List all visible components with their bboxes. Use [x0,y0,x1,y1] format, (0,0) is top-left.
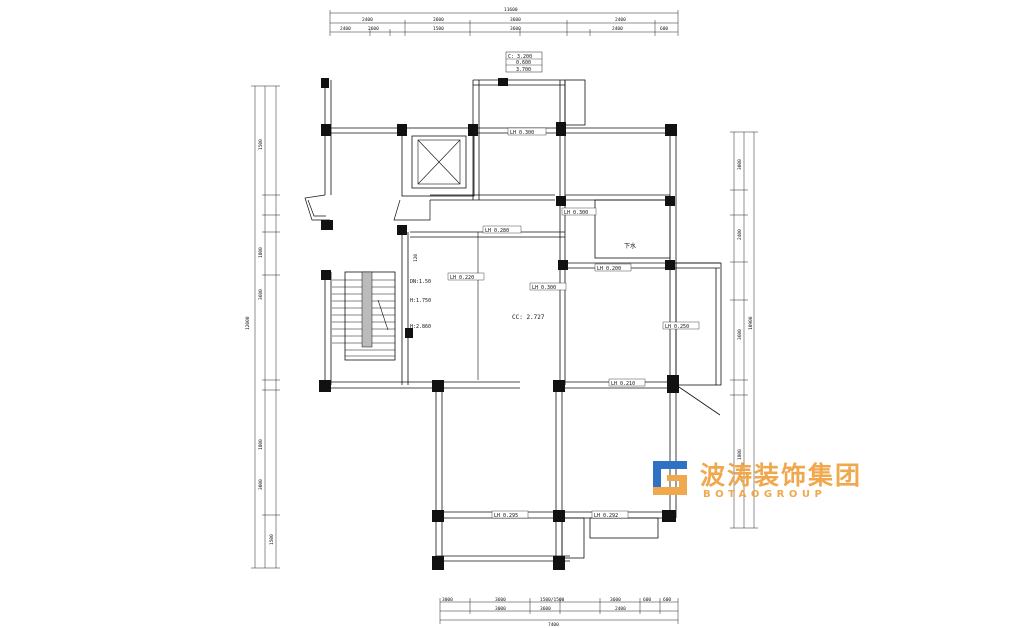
top-dim-overall: 11600 [504,7,518,13]
top-dim-2: 2600 [433,17,444,23]
bottom-dim-8: 3600 [540,606,551,612]
level-label-1: LH 0.300 [510,130,534,136]
top-dim-5: 2400 [340,26,351,32]
left-dim-3: 3600 [258,289,264,300]
top-dim-4: 2400 [615,17,626,23]
bottom-dim-overall: 7400 [548,622,559,628]
stair-label-1: DN:1.50 [410,279,431,285]
top-dim-1: 2400 [362,17,373,23]
stair-label-2: H:1.750 [410,298,431,304]
top-dim-6: 2600 [368,26,379,32]
company-logo: 波涛装饰集团 BOTAOGROUP [653,461,862,500]
left-dim-4: 1800 [258,439,264,450]
level-labels: LH 0.300 LH 0.300 LH 0.280 LH 0.220 LH 0… [447,127,700,519]
bottom-dim-2: 3600 [495,597,506,603]
left-dim-1: 1500 [258,139,264,150]
drain-room-label: 下水 [624,242,636,250]
bay-windows [304,194,431,221]
level-label-3: LH 0.280 [485,228,509,234]
level-label-6: LH 0.300 [532,285,556,291]
logo-mark-icon [653,461,687,495]
level-label-10: LH 0.292 [594,513,618,519]
elevator-shaft [417,139,461,185]
logo-english-text: BOTAOGROUP [703,489,826,500]
level-label-4: LH 0.220 [450,275,474,281]
bottom-dim-7: 3000 [495,606,506,612]
bottom-dim-1: 3000 [442,597,453,603]
top-dim-9: 2400 [612,26,623,32]
right-dimensions [730,131,758,529]
right-dim-1: 3000 [737,159,743,170]
level-label-5: LH 0.200 [597,266,621,272]
left-dim-6: 1500 [269,534,275,545]
elevation-note-box: C: 3.200 0.600 3.700 [505,51,543,73]
level-label-8: LH 0.210 [611,381,635,387]
right-dim-2: 2400 [737,229,743,240]
elevation-note-3: 3.700 [516,67,531,73]
left-dim-2: 1800 [258,247,264,258]
level-label-7: LH 0.250 [665,324,689,330]
stair-label-3: H:2.860 [410,324,431,330]
top-dimensions [329,10,679,36]
top-dim-8: 3600 [510,26,521,32]
elevation-note-1: C: 3.200 [508,54,532,60]
top-dim-10: 600 [660,26,668,32]
small-dim-note: 120 [413,254,419,262]
center-level-label: CC: 2.727 [512,314,545,321]
left-dim-overall: 12000 [245,316,251,330]
right-dim-overall: 10900 [748,316,754,330]
elevation-note-2: 0.600 [516,60,531,66]
bottom-dimensions [439,598,679,624]
top-dim-3: 3600 [510,17,521,23]
bottom-dim-4: 3600 [610,597,621,603]
bottom-dim-6: 600 [663,597,671,603]
bottom-dim-5: 600 [643,597,651,603]
bottom-dim-3: 1500/1500 [540,597,565,603]
left-dimensions [251,85,280,569]
top-dim-7: 1500 [433,26,444,32]
logo-chinese-text: 波涛装饰集团 [700,461,862,490]
left-dim-5: 3000 [258,479,264,490]
right-dim-4: 1800 [737,449,743,460]
bottom-dim-9: 2400 [615,606,626,612]
level-label-2: LH 0.300 [564,210,588,216]
level-label-9: LH 0.295 [494,513,518,519]
columns [319,78,679,570]
right-dim-3: 3600 [737,329,743,340]
stair-treads [332,271,395,357]
